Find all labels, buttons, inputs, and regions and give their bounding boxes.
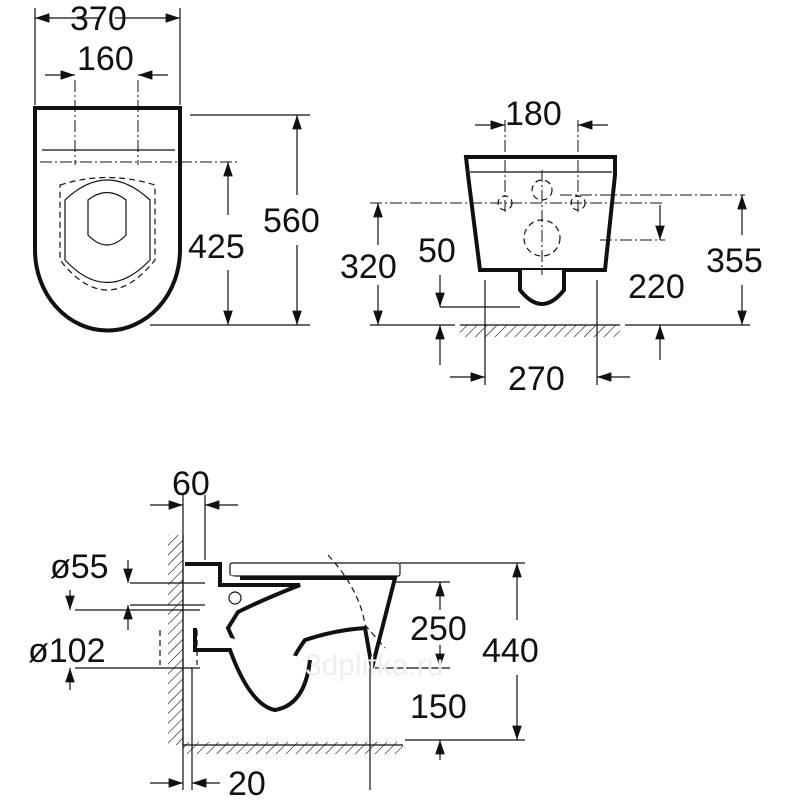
dim-355: 355 (706, 242, 763, 280)
toilet-outline-front (463, 155, 617, 272)
dim-20: 20 (228, 765, 266, 800)
front-view: 180 320 50 220 355 270 (340, 95, 763, 398)
dim-370: 370 (70, 0, 127, 38)
top-view: 370 160 425 560 (33, 0, 320, 333)
dim-320: 320 (340, 248, 397, 286)
dim-50: 50 (418, 232, 456, 270)
dim-220: 220 (628, 268, 685, 306)
dim-160: 160 (77, 40, 134, 78)
watermark: 3dplitka.ru (305, 649, 443, 682)
dim-440: 440 (482, 632, 539, 670)
toilet-outline-top (33, 106, 182, 333)
dim-180: 180 (505, 95, 562, 133)
dim-150: 150 (410, 688, 467, 726)
dim-diameter-102: ø102 (28, 632, 106, 670)
dim-60: 60 (172, 465, 210, 503)
dim-250: 250 (410, 610, 467, 648)
dim-425: 425 (188, 228, 245, 266)
dim-270: 270 (508, 360, 565, 398)
side-view: 60 ø55 ø102 250 440 150 20 3dplitka.ru (28, 465, 539, 800)
dim-560: 560 (263, 202, 320, 240)
dim-diameter-55: ø55 (50, 548, 109, 586)
